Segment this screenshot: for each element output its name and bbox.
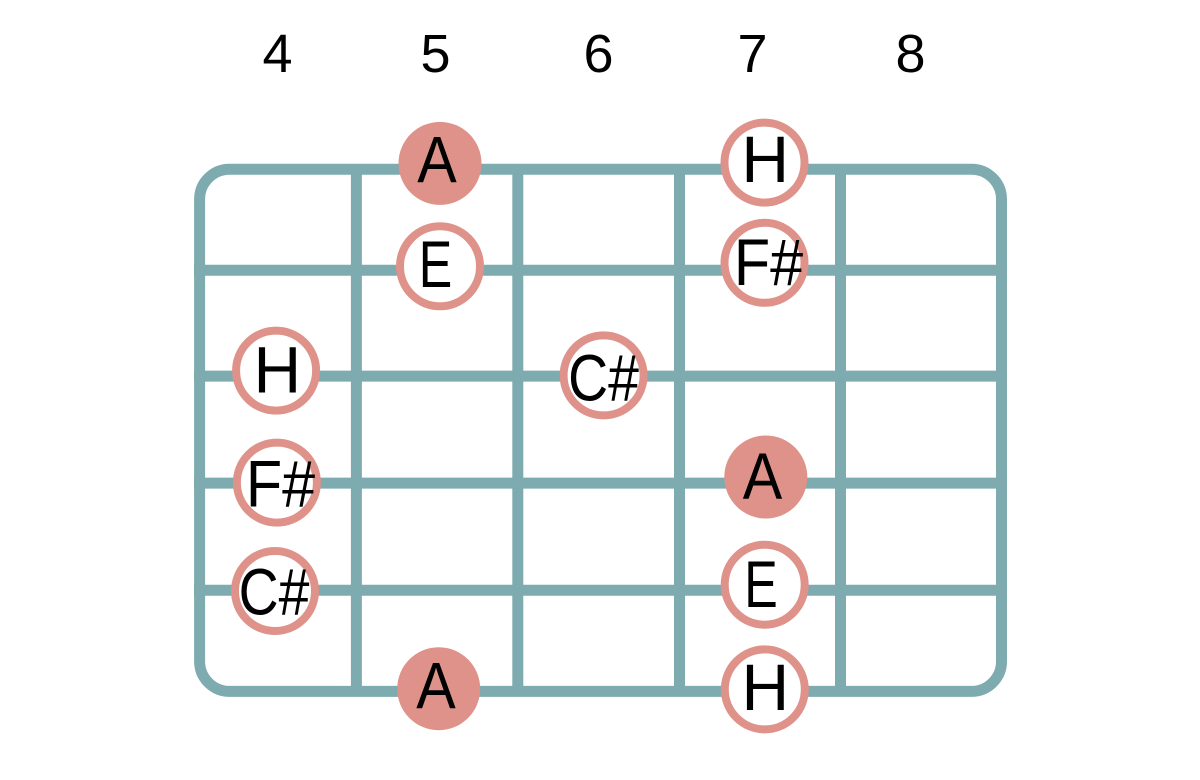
svg-text:C#: C# <box>568 341 639 415</box>
svg-text:H: H <box>253 332 301 406</box>
svg-text:A: A <box>743 439 783 513</box>
svg-text:8: 8 <box>895 24 925 84</box>
svg-text:E: E <box>744 547 778 621</box>
svg-text:A: A <box>416 649 456 723</box>
svg-text:A: A <box>417 122 457 196</box>
svg-text:E: E <box>419 227 453 301</box>
svg-text:4: 4 <box>262 24 292 84</box>
svg-text:F#: F# <box>734 225 804 299</box>
svg-text:C#: C# <box>239 555 310 629</box>
svg-text:F#: F# <box>246 447 316 521</box>
svg-text:H: H <box>741 122 789 196</box>
svg-text:5: 5 <box>420 24 450 84</box>
svg-text:H: H <box>741 650 789 724</box>
svg-text:6: 6 <box>583 24 613 84</box>
svg-text:7: 7 <box>737 24 767 84</box>
